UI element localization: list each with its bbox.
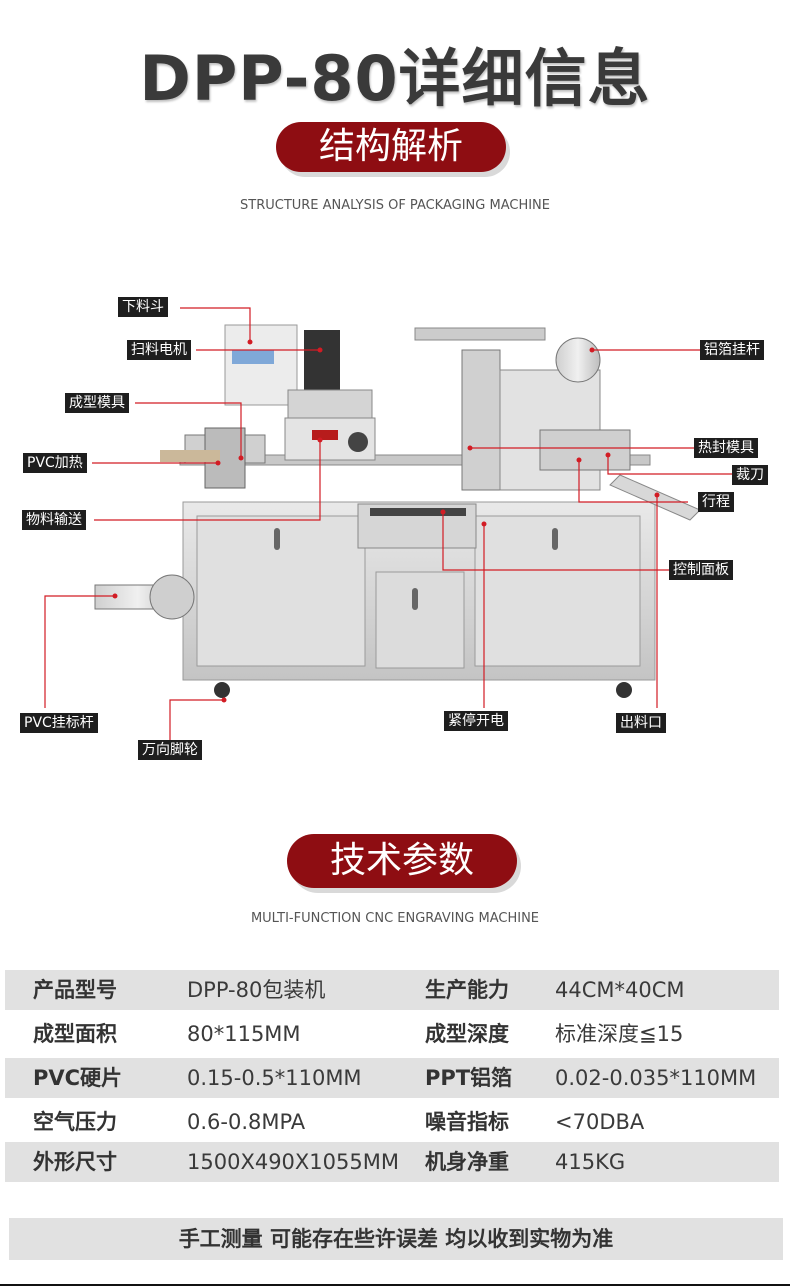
leader-lines bbox=[44, 307, 734, 750]
spec-key: 成型面积 bbox=[33, 1022, 117, 1046]
spec-value: 标准深度≦15 bbox=[555, 1022, 684, 1046]
spec-key: PPT铝箔 bbox=[425, 1066, 513, 1090]
label-forming-mold: 成型模具 bbox=[65, 393, 129, 413]
spec-key: 产品型号 bbox=[33, 978, 117, 1002]
sweep-motor bbox=[304, 330, 340, 390]
section-pill-specs: 技术参数 bbox=[287, 834, 517, 888]
label-sweep-motor: 扫料电机 bbox=[127, 340, 191, 360]
page-title: DPP-80详细信息 bbox=[139, 42, 651, 115]
label-foil-rod: 铝箔挂杆 bbox=[700, 340, 764, 360]
spec-value: 1500X490X1055MM bbox=[187, 1150, 399, 1174]
spec-value: 44CM*40CM bbox=[555, 978, 685, 1002]
label-caster: 万向脚轮 bbox=[138, 740, 202, 760]
spec-value: 0.02-0.035*110MM bbox=[555, 1066, 757, 1090]
label-emergency-stop: 紧停开电 bbox=[444, 711, 508, 731]
spec-value: 415KG bbox=[555, 1150, 626, 1174]
machine-diagram bbox=[44, 307, 734, 750]
spec-key: 生产能力 bbox=[425, 978, 509, 1002]
label-hopper: 下料斗 bbox=[118, 297, 168, 317]
label-pvc-heating: PVC加热 bbox=[23, 453, 87, 473]
table-row: 外形尺寸 1500X490X1055MM 机身净重 415KG bbox=[5, 1142, 779, 1182]
label-stroke: 行程 bbox=[698, 492, 734, 512]
spec-key: 成型深度 bbox=[425, 1022, 509, 1046]
table-row: 成型面积 80*115MM 成型深度 标准深度≦15 bbox=[5, 1014, 779, 1054]
spec-key: 噪音指标 bbox=[425, 1110, 509, 1134]
label-material-conveying: 物料输送 bbox=[22, 510, 86, 530]
spec-table: 产品型号 DPP-80包装机 生产能力 44CM*40CM 成型面积 80*11… bbox=[5, 970, 779, 1182]
label-heat-seal-mold: 热封模具 bbox=[694, 438, 758, 458]
label-outlet: 出料口 bbox=[616, 713, 666, 733]
measurement-note: 手工测量 可能存在些许误差 均以收到实物为准 bbox=[9, 1218, 783, 1260]
table-row: 产品型号 DPP-80包装机 生产能力 44CM*40CM bbox=[5, 970, 779, 1010]
hopper bbox=[224, 324, 298, 406]
label-pvc-roll-rod: PVC挂标杆 bbox=[20, 713, 98, 733]
section-subtitle-specs: MULTI-FUNCTION CNC ENGRAVING MACHINE bbox=[250, 911, 540, 926]
spec-value: 80*115MM bbox=[187, 1022, 301, 1046]
label-cutter: 裁刀 bbox=[732, 465, 768, 485]
section-pill-structure: 结构解析 bbox=[276, 122, 506, 172]
table-row: 空气压力 0.6-0.8MPA 噪音指标 <70DBA bbox=[5, 1102, 779, 1142]
spec-value: <70DBA bbox=[555, 1110, 645, 1134]
spec-key: 机身净重 bbox=[425, 1150, 509, 1174]
spec-key: 空气压力 bbox=[33, 1110, 117, 1134]
spec-value: 0.6-0.8MPA bbox=[187, 1110, 306, 1134]
spec-value: 0.15-0.5*110MM bbox=[187, 1066, 362, 1090]
table-row: PVC硬片 0.15-0.5*110MM PPT铝箔 0.02-0.035*11… bbox=[5, 1058, 779, 1098]
section-subtitle-structure: STRUCTURE ANALYSIS OF PACKAGING MACHINE bbox=[240, 198, 550, 213]
bottom-divider bbox=[0, 1284, 790, 1286]
label-control-panel: 控制面板 bbox=[669, 560, 733, 580]
spec-key: 外形尺寸 bbox=[33, 1150, 117, 1174]
spec-value: DPP-80包装机 bbox=[187, 978, 326, 1002]
spec-key: PVC硬片 bbox=[33, 1066, 123, 1090]
